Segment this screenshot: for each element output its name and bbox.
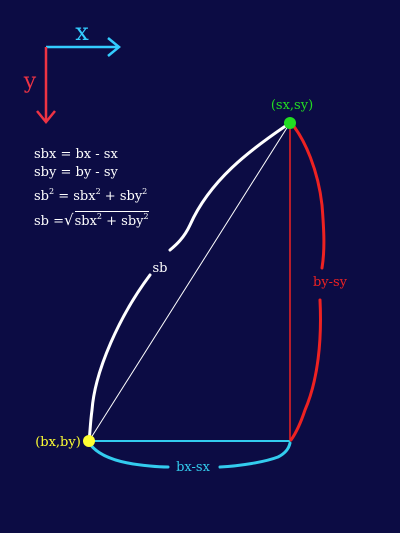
sqrt-symbol-icon: √: [64, 211, 74, 229]
eq3-sup3: 2: [142, 187, 148, 196]
x-axis-arrow: [46, 37, 121, 57]
eq4-sup1: 2: [96, 212, 103, 221]
point-b: [83, 435, 95, 447]
eq4-sup2: 2: [143, 212, 149, 221]
sqrt-body: sbx2 + sby2: [74, 211, 149, 229]
vertical-brace-upper: [290, 122, 326, 270]
eq4-a: sbx: [74, 214, 97, 229]
eq4-b: + sby: [102, 214, 144, 229]
vertical-brace-lower: [289, 298, 322, 442]
eq3-mid2: + sby: [100, 189, 143, 204]
point-s: [284, 117, 296, 129]
sqrt-radical: √sbx2 + sby2: [64, 211, 149, 228]
equation-sb-sqrt: sb =√sbx2 + sby2: [34, 211, 149, 228]
y-axis-arrow: [36, 47, 56, 124]
eq3-mid: = sbx: [54, 189, 96, 204]
hypotenuse-line: [88, 122, 291, 442]
hypotenuse-label: sb: [153, 261, 168, 276]
equation-sb-squared: sb2 = sbx2 + sby2: [34, 187, 148, 204]
equation-sby: sby = by - sy: [34, 165, 118, 180]
point-s-label: (sx,sy): [271, 98, 313, 113]
eq3-sup1: 2: [49, 187, 55, 196]
equation-sbx: sbx = bx - sx: [34, 147, 118, 162]
y-axis-label: y: [23, 69, 37, 94]
hypotenuse-brace-upper: [168, 123, 289, 252]
vertical-side-label: by-sy: [313, 275, 348, 290]
eq3-sup2: 2: [95, 187, 101, 196]
eq4-lhs: sb =: [34, 214, 65, 229]
point-b-label: (bx,by): [35, 435, 81, 450]
horizontal-side-label: bx-sx: [176, 460, 210, 475]
x-axis-label: x: [75, 18, 89, 46]
hypotenuse-brace-lower: [87, 273, 152, 442]
eq3-lhs: sb: [34, 189, 49, 204]
horizontal-brace-left: [88, 442, 170, 469]
horizontal-brace-right: [218, 441, 292, 469]
